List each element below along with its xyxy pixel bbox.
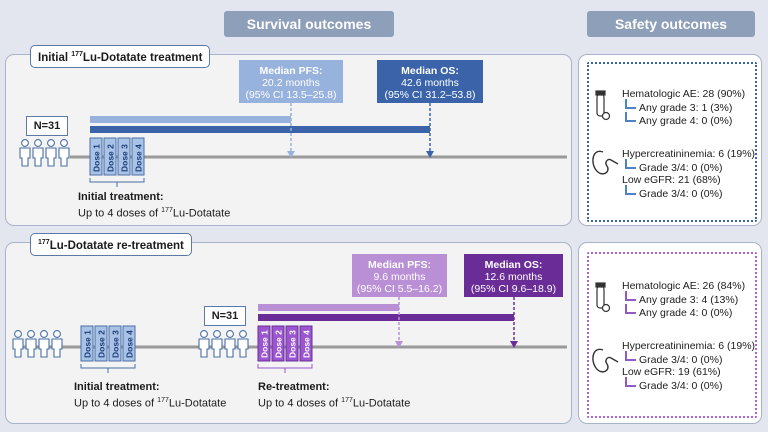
- os-bar-retreatment: [258, 314, 514, 321]
- median-pfs-title: Median PFS:: [259, 65, 323, 77]
- median-os-value: 42.6 months: [401, 77, 459, 89]
- people-icon-initial-group: [12, 330, 63, 358]
- people-icon-initial: [19, 139, 70, 167]
- caption-title: Initial treatment:: [78, 191, 164, 203]
- arrow-icon: [625, 185, 636, 195]
- arrow-icon: [625, 304, 636, 314]
- median-pfs-ci: (95% CI 13.5–25.8): [245, 89, 337, 101]
- caption-title: Initial treatment:: [74, 381, 160, 393]
- median-os-title: Median OS:: [401, 65, 459, 77]
- median-os-box-retreatment: Median OS: 12.6 months (95% CI 9.6–18.9): [464, 254, 563, 297]
- safety-low-egfr: Low eGFR: 21 (68%): [622, 174, 721, 186]
- safety-egfr-grade34: Grade 3/4: 0 (0%): [625, 185, 722, 200]
- safety-outcomes-header: Safety outcomes: [587, 11, 755, 37]
- dose-label: Dose 2: [106, 144, 116, 172]
- safety-panel-retreatment: [578, 242, 762, 424]
- caption-retreatment: Re-treatment: Up to 4 doses of 177Lu-Dot…: [258, 380, 410, 411]
- dose-blocks-bottom-initial: [80, 325, 136, 373]
- arrow-icon: [625, 351, 636, 361]
- arrow-icon: [625, 99, 636, 109]
- os-bar-initial: [90, 126, 430, 133]
- safety-dotted-frame-retreatment: [587, 252, 757, 418]
- safety-hem-ae: Hematologic AE: 26 (84%): [622, 280, 746, 292]
- blood-tube-icon: [595, 90, 611, 121]
- blood-tube-icon: [595, 282, 611, 313]
- caption-bottom-initial: Initial treatment: Up to 4 doses of 177L…: [74, 380, 226, 411]
- kidney-icon: [592, 150, 619, 175]
- safety-hyper-grade34: Grade 3/4: 0 (0%): [625, 159, 722, 174]
- caption-text: Up to 4 doses of 177Lu-Dotatate: [74, 397, 227, 410]
- median-os-ci: (95% CI 9.6–18.9): [470, 283, 557, 295]
- median-pfs-value: 9.6 months: [373, 271, 426, 283]
- caption-text: Up to 4 doses of 177Lu-Dotatate: [258, 397, 411, 410]
- caption-text: Up to 4 doses of 177Lu-Dotatate: [78, 207, 231, 220]
- median-pfs-title: Median PFS:: [367, 259, 431, 271]
- dose-label: Dose 3: [111, 330, 121, 358]
- safety-hem-grade4: Any grade 4: 0 (0%): [625, 304, 732, 319]
- safety-hypercreatininemia: Hypercreatininemia: 6 (19%): [622, 148, 756, 160]
- n-count-retreatment: N=31: [204, 306, 246, 326]
- safety-low-egfr: Low eGFR: 19 (61%): [622, 366, 721, 378]
- safety-hem-ae: Hematologic AE: 28 (90%): [622, 88, 746, 100]
- dose-label: Dose 4: [302, 330, 312, 358]
- dose-label: Dose 2: [274, 330, 284, 358]
- median-pfs-box-initial: Median PFS: 20.2 months (95% CI 13.5–25.…: [239, 60, 343, 103]
- safety-hem-grade3: Any grade 3: 4 (13%): [625, 291, 738, 306]
- safety-hyper-grade34: Grade 3/4: 0 (0%): [625, 351, 722, 366]
- dose-label: Dose 3: [120, 144, 130, 172]
- median-pfs-value: 20.2 months: [262, 77, 320, 89]
- dose-label: Dose 4: [134, 144, 144, 172]
- pfs-bar-retreatment: [258, 304, 399, 311]
- dose-label: Dose 4: [125, 330, 135, 358]
- people-icon-retreatment-group: [198, 330, 249, 358]
- arrow-icon: [625, 112, 636, 122]
- median-pfs-box-retreatment: Median PFS: 9.6 months (95% CI 5.5–16.2): [352, 254, 447, 297]
- pfs-bar-initial: [90, 116, 291, 123]
- median-os-box-initial: Median OS: 42.6 months (95% CI 31.2–53.8…: [377, 60, 483, 103]
- safety-hem-grade3: Any grade 3: 1 (3%): [625, 99, 732, 114]
- panel-title-retreatment: 177Lu-Dotatate re-treatment: [30, 233, 192, 256]
- dose-blocks-initial: [89, 137, 145, 187]
- safety-hem-grade4: Any grade 4: 0 (0%): [625, 112, 732, 127]
- dose-blocks-retreatment: [257, 325, 313, 373]
- median-os-title: Median OS:: [484, 259, 543, 271]
- arrow-icon: [625, 291, 636, 301]
- dose-label: Dose 3: [288, 330, 298, 358]
- dose-label: Dose 2: [97, 330, 107, 358]
- dose-label: Dose 1: [83, 330, 93, 358]
- panel-title-initial: Initial 177Lu-Dotatate treatment: [30, 45, 211, 68]
- median-os-value: 12.6 months: [484, 271, 543, 283]
- arrow-icon: [625, 159, 636, 169]
- dose-label: Dose 1: [260, 330, 270, 358]
- arrow-icon: [625, 377, 636, 387]
- caption-title: Re-treatment:: [258, 381, 330, 393]
- survival-outcomes-header: Survival outcomes: [224, 11, 394, 37]
- safety-hypercreatininemia: Hypercreatininemia: 6 (19%): [622, 340, 756, 352]
- safety-panel-initial: [578, 54, 762, 226]
- kidney-icon: [592, 348, 619, 373]
- n-count-initial: N=31: [26, 116, 68, 136]
- safety-egfr-grade34: Grade 3/4: 0 (0%): [625, 377, 722, 392]
- safety-dotted-frame-initial: [587, 62, 757, 222]
- dose-label: Dose 1: [92, 144, 102, 172]
- caption-initial: Initial treatment: Up to 4 doses of 177L…: [78, 190, 230, 221]
- median-os-ci: (95% CI 31.2–53.8): [384, 89, 476, 101]
- median-pfs-ci: (95% CI 5.5–16.2): [356, 283, 443, 295]
